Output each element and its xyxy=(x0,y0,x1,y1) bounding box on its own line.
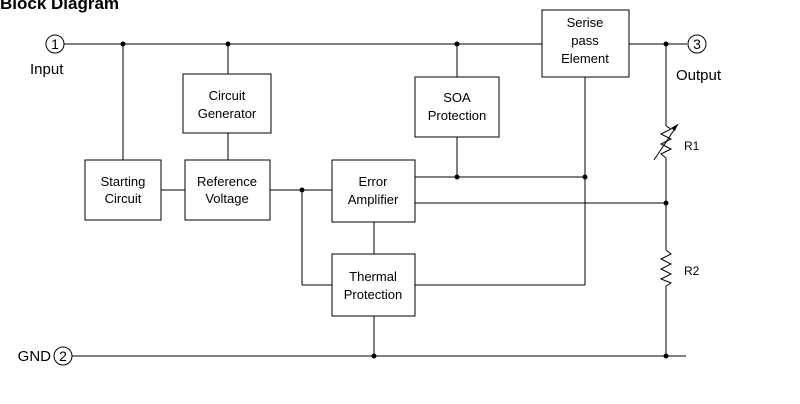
resistor-r1 xyxy=(653,123,679,161)
block-label-line: Serise xyxy=(567,15,604,30)
block-label-line: Protection xyxy=(428,108,487,123)
junction-dot xyxy=(120,41,126,47)
block-label-line: Element xyxy=(561,51,609,66)
block-label-line: Circuit xyxy=(105,191,142,206)
junction-dot xyxy=(454,41,460,47)
block-circuit-generator: Circuit Generator xyxy=(182,73,272,134)
r1-label: R1 xyxy=(684,139,700,153)
block-label-line: Starting xyxy=(101,174,146,189)
block-label-line: pass xyxy=(571,33,599,48)
junction-dot xyxy=(582,174,588,180)
junction-dot xyxy=(663,41,669,47)
junction-dot xyxy=(663,200,669,206)
pin-circle xyxy=(687,34,707,54)
r1-arrow-head xyxy=(671,124,678,131)
block-reference-voltage: Reference Voltage xyxy=(184,159,271,221)
junction-dot xyxy=(454,174,460,180)
pin-input: 1 Input xyxy=(30,34,65,78)
resistor-r2 xyxy=(659,249,673,287)
block-label-line: Error xyxy=(359,174,389,189)
block-label-line: Reference xyxy=(197,174,257,189)
junctions xyxy=(120,41,669,359)
pin-circle xyxy=(45,34,65,54)
wires xyxy=(64,43,687,357)
block-series-pass-element: Serise pass Element xyxy=(541,9,630,78)
r2-zigzag xyxy=(659,249,673,287)
junction-dot xyxy=(299,187,305,193)
block-label-line: SOA xyxy=(443,90,471,105)
block-label-line: Amplifier xyxy=(348,192,399,207)
pin-output: 3 Output xyxy=(676,34,722,84)
block-label-line: Generator xyxy=(198,106,257,121)
pin-label: Input xyxy=(30,61,64,78)
r2-label: R2 xyxy=(684,264,700,278)
pin-number: 1 xyxy=(51,36,59,52)
block-label-line: Protection xyxy=(344,287,403,302)
junction-dot xyxy=(225,41,231,47)
diagram-title: Block Diagram xyxy=(0,0,120,13)
pin-number: 2 xyxy=(59,348,67,364)
pin-number: 3 xyxy=(693,36,701,52)
pin-circle xyxy=(53,346,73,366)
block-label-line: Thermal xyxy=(349,269,397,284)
junction-dot xyxy=(663,353,669,359)
junction-dot xyxy=(371,353,377,359)
block-starting-circuit: Starting Circuit xyxy=(84,159,162,221)
block-label-line: Circuit xyxy=(209,88,246,103)
pin-label: Output xyxy=(676,67,722,84)
block-error-amplifier: Error Amplifier xyxy=(331,159,416,223)
pin-gnd: 2 GND xyxy=(18,346,73,366)
block-thermal-protection: Thermal Protection xyxy=(331,253,416,317)
pin-label: GND xyxy=(18,348,52,365)
block-label-line: Voltage xyxy=(205,191,248,206)
block-soa-protection: SOA Protection xyxy=(414,76,500,138)
